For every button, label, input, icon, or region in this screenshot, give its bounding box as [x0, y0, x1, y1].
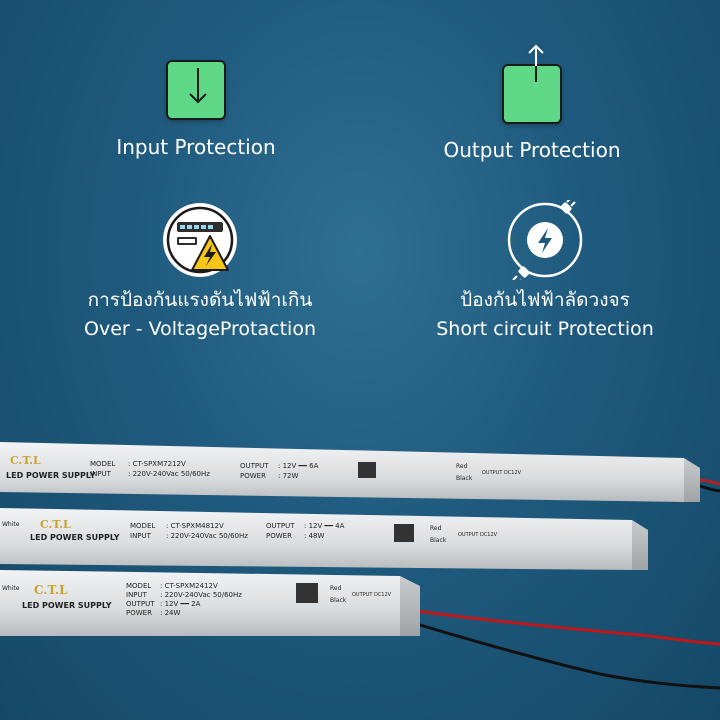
input-protection-label: Input Protection [116, 135, 276, 159]
arrow-up-icon [502, 44, 562, 124]
psu-output-dc: OUTPUT DC12V [458, 532, 498, 538]
psu-output: : 12V ━━ 6A [278, 462, 319, 470]
psu-power-label: POWER [240, 472, 266, 480]
psu-power: : 48W [304, 532, 324, 540]
psu-output-dc: OUTPUT DC12V [482, 470, 522, 476]
psu-model-label: MODEL [130, 522, 155, 530]
plug-lightning-icon [505, 197, 585, 285]
qr-code-icon [394, 524, 414, 542]
psu-power: : 24W [160, 609, 180, 617]
psu-type: LED POWER SUPPLY [6, 471, 96, 480]
psu-input-label: INPUT [130, 532, 152, 540]
qr-code-icon [358, 462, 376, 478]
psu-input: : 220V-240Vac 50/60Hz [160, 591, 242, 599]
psu-output: : 12V ━━ 2A [160, 600, 201, 608]
psu-wire-black: Black [456, 475, 473, 482]
psu-power-label: POWER [266, 532, 292, 540]
feature-output-protection: Output Protection [432, 44, 632, 165]
psu-power-label: POWER [126, 609, 152, 617]
short-circuit-label-thai: ป้องกันไฟฟ้าลัดวงจร [460, 289, 630, 311]
psu-type: LED POWER SUPPLY [22, 601, 112, 610]
psu-wire-red: Red [330, 585, 342, 592]
psu-brand: C.T.L [34, 583, 68, 597]
psu-wire-white: White [2, 585, 20, 592]
psu-wire-black: Black [330, 597, 347, 604]
arrow-down-icon [166, 60, 226, 120]
psu-brand: C.T.L [10, 454, 41, 467]
psu-input-label: INPUT [126, 591, 148, 599]
psu-wire-red: Red [456, 463, 468, 470]
psu-unit-72w: C.T.L LED POWER SUPPLY MODEL : CT-SPXM72… [0, 442, 720, 502]
power-supply-photo: C.T.L LED POWER SUPPLY MODEL : CT-SPXM72… [0, 442, 720, 690]
psu-input: : 220V-240Vac 50/60Hz [166, 532, 248, 540]
psu-unit-48w: White C.T.L LED POWER SUPPLY MODEL : CT-… [0, 508, 648, 570]
psu-output: : 12V ━━ 4A [304, 522, 345, 530]
psu-brand: C.T.L [40, 518, 71, 531]
feature-short-circuit-protection: ป้องกันไฟฟ้าลัดวงจร Short circuit Protec… [405, 197, 685, 344]
psu-input-label: INPUT [90, 470, 112, 478]
psu-model-label: MODEL [90, 460, 115, 468]
psu-power: : 72W [278, 472, 298, 480]
voltage-meter-warning-icon [160, 200, 240, 280]
psu-output-label: OUTPUT [126, 600, 155, 608]
psu-wire-black: Black [430, 537, 447, 544]
feature-input-protection: Input Protection [96, 60, 296, 162]
psu-model: : CT-SPXM4812V [166, 522, 224, 530]
psu-input: : 220V-240Vac 50/60Hz [128, 470, 210, 478]
psu-model-label: MODEL [126, 582, 151, 590]
psu-model: : CT-SPXM2412V [160, 582, 218, 590]
output-protection-label: Output Protection [443, 138, 621, 162]
psu-model: : CT-SPXM7212V [128, 460, 186, 468]
qr-code-icon [296, 583, 318, 603]
psu-type: LED POWER SUPPLY [30, 533, 120, 542]
overvoltage-label-thai: การป้องกันแรงดันไฟฟ้าเกิน [87, 289, 313, 311]
psu-output-label: OUTPUT [240, 462, 269, 470]
overvoltage-label-english: Over - VoltageProtaction [84, 318, 316, 340]
psu-output-dc: OUTPUT DC12V [352, 592, 392, 598]
feature-overvoltage-protection: การป้องกันแรงดันไฟฟ้าเกิน Over - Voltage… [50, 200, 350, 344]
psu-wire-red: Red [430, 525, 442, 532]
short-circuit-label-english: Short circuit Protection [436, 318, 654, 340]
psu-output-label: OUTPUT [266, 522, 295, 530]
psu-wire-white: White [2, 521, 20, 528]
psu-unit-24w: White C.T.L LED POWER SUPPLY MODEL : CT-… [0, 570, 720, 690]
